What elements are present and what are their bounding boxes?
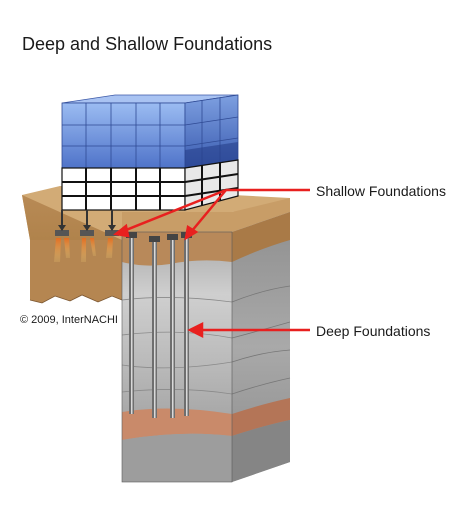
deep-soil-column bbox=[121, 198, 291, 483]
label-pointers bbox=[113, 188, 310, 339]
deep-foundations-label: Deep Foundations bbox=[316, 323, 430, 339]
shallow-foundations-label: Shallow Foundations bbox=[316, 183, 446, 199]
deep-piles bbox=[126, 232, 192, 418]
diagram-title: Deep and Shallow Foundations bbox=[22, 34, 272, 54]
building bbox=[61, 94, 239, 211]
shallow-footings bbox=[54, 210, 119, 262]
copyright-notice: © 2009, InterNACHI bbox=[20, 314, 118, 326]
